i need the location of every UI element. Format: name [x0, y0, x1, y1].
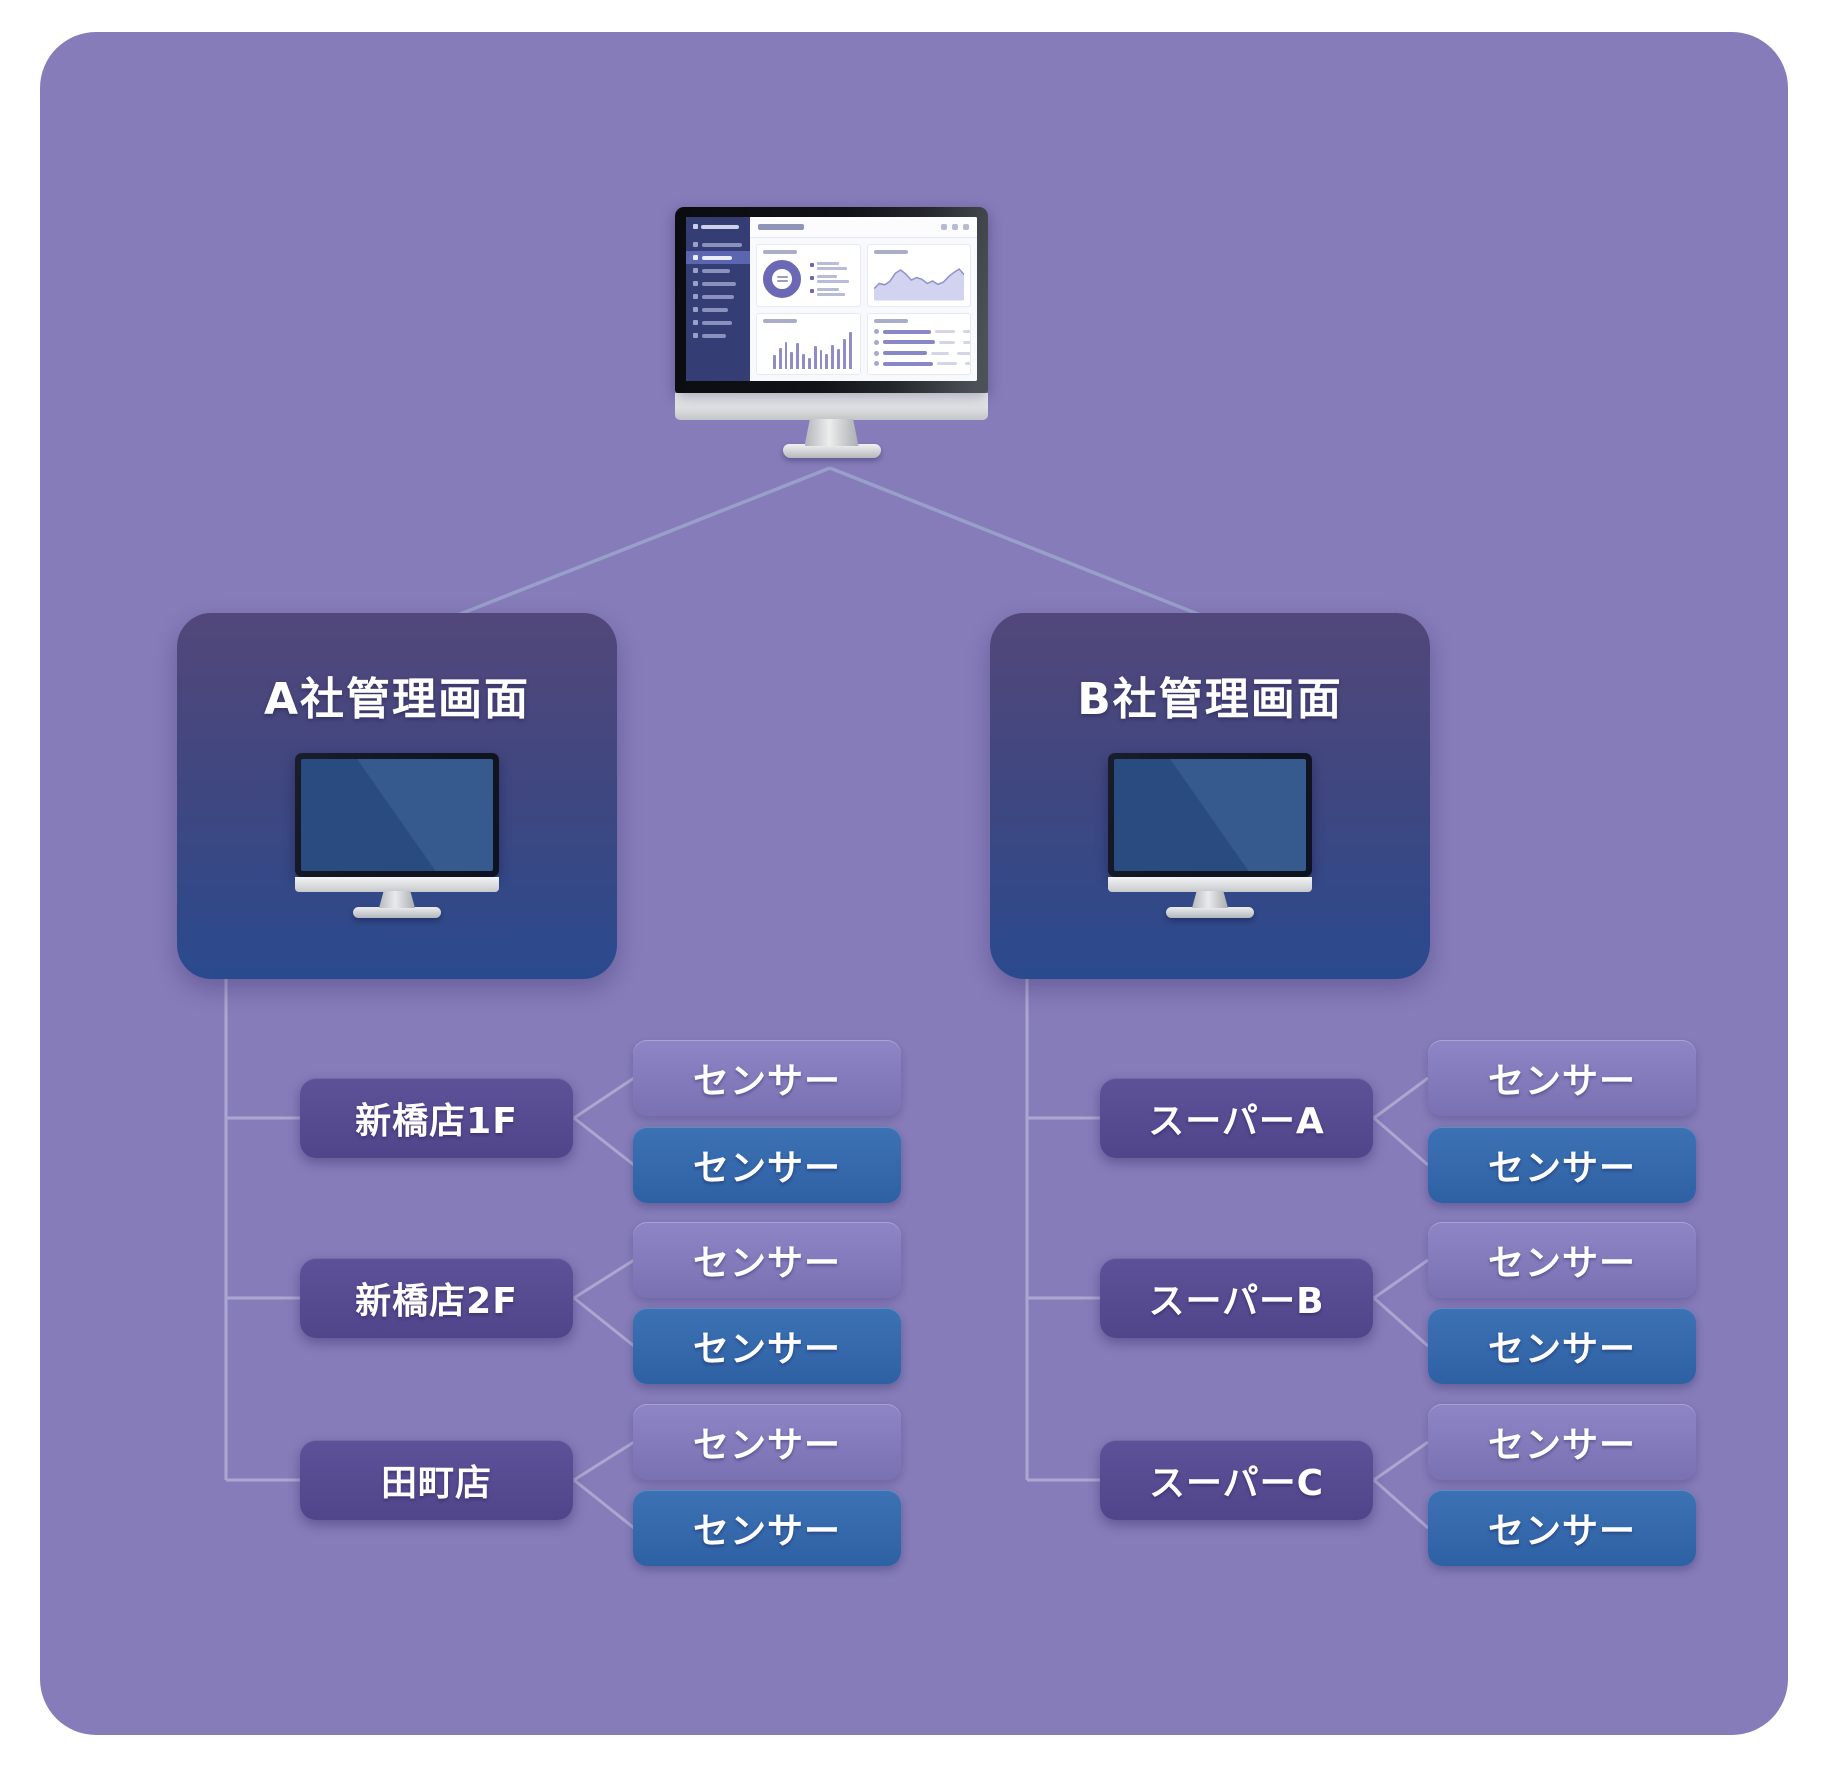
store-box-shinbashi-2f: 新橋店2F — [300, 1258, 573, 1338]
monitor-screen — [686, 217, 977, 381]
card-b-monitor-bezel — [1108, 753, 1312, 877]
right-stubs — [1027, 1116, 1100, 1482]
area-chart — [873, 258, 964, 301]
table-row — [873, 329, 971, 335]
monitor-neck — [804, 419, 859, 446]
dashboard-logo — [686, 224, 750, 229]
tree-lines — [224, 978, 1429, 1530]
dashboard-header-icons — [936, 224, 969, 230]
menu-item-icon — [693, 333, 698, 338]
company-card-b: B社管理画面 — [990, 613, 1430, 979]
logo-icon — [693, 224, 698, 229]
central-monitor — [675, 207, 988, 458]
header-icon — [941, 224, 947, 230]
sensor-box: センサー — [1428, 1127, 1696, 1203]
sensor-box: センサー — [1428, 1040, 1696, 1116]
card-a-monitor-screen — [301, 759, 493, 871]
dashboard-menu-item — [686, 329, 750, 342]
sensor-box: センサー — [633, 1490, 901, 1566]
store-box-tamachi: 田町店 — [300, 1440, 573, 1520]
dashboard-menu-item — [686, 290, 750, 303]
sensor-box: センサー — [1428, 1490, 1696, 1566]
line-monitor-to-card-a — [444, 466, 831, 622]
header-icon — [952, 224, 958, 230]
table-row — [873, 361, 971, 367]
table-row — [873, 350, 971, 356]
monitor-chin — [675, 393, 988, 420]
dashboard-main — [750, 217, 977, 381]
legend-item — [810, 262, 849, 271]
menu-item-icon — [693, 242, 698, 247]
sensor-box: センサー — [1428, 1308, 1696, 1384]
right-sensor-forks — [1373, 1076, 1429, 1530]
monitor-bezel — [675, 207, 988, 393]
left-stubs — [226, 1116, 302, 1482]
card-b-title: B社管理画面 — [1077, 674, 1343, 725]
legend-item — [810, 288, 849, 297]
dashboard-table — [873, 327, 971, 370]
store-box-super-b: スーパーB — [1100, 1258, 1373, 1338]
card-b-monitor-icon — [1108, 753, 1312, 918]
bar-chart — [763, 327, 854, 369]
dashboard-menu-item — [686, 238, 750, 251]
left-sensor-forks — [573, 1076, 635, 1530]
dashboard-table-panel — [866, 312, 971, 375]
sensor-box: センサー — [633, 1040, 901, 1116]
dashboard-donut-panel — [756, 244, 861, 307]
sensor-box: センサー — [633, 1127, 901, 1203]
dashboard-grid — [750, 238, 977, 381]
dashboard-ui — [686, 217, 977, 381]
card-a-title: A社管理画面 — [263, 674, 531, 725]
dashboard-menu-item — [686, 251, 750, 264]
menu-item-icon — [693, 320, 698, 325]
menu-item-icon — [693, 307, 698, 312]
card-b-monitor-screen — [1114, 759, 1306, 871]
dashboard-menu — [686, 238, 750, 342]
dashboard-menu-item — [686, 264, 750, 277]
dashboard-menu-item — [686, 316, 750, 329]
dashboard-bar-panel — [756, 312, 861, 375]
dashboard-header — [750, 217, 977, 238]
menu-item-icon — [693, 268, 698, 273]
menu-item-icon — [693, 281, 698, 286]
company-card-a: A社管理画面 — [177, 613, 617, 979]
donut-chart — [763, 260, 801, 299]
sensor-box: センサー — [1428, 1222, 1696, 1298]
sensor-box: センサー — [633, 1222, 901, 1298]
dashboard-sidebar — [686, 217, 750, 381]
line-monitor-to-card-b — [829, 466, 1214, 622]
legend-item — [810, 275, 849, 284]
monitor-to-card-lines — [444, 466, 1214, 622]
card-a-monitor-icon — [295, 753, 499, 918]
dashboard-menu-item — [686, 303, 750, 316]
sensor-box: センサー — [633, 1308, 901, 1384]
card-a-monitor-bezel — [295, 753, 499, 877]
store-box-super-a: スーパーA — [1100, 1078, 1373, 1158]
menu-item-icon — [693, 255, 698, 260]
table-row — [873, 339, 971, 345]
store-box-super-c: スーパーC — [1100, 1440, 1373, 1520]
donut-legend — [810, 262, 849, 297]
dashboard-area-panel — [866, 244, 971, 307]
sensor-box: センサー — [633, 1404, 901, 1480]
header-icon — [963, 224, 969, 230]
dashboard-menu-item — [686, 277, 750, 290]
sensor-box: センサー — [1428, 1404, 1696, 1480]
menu-item-icon — [693, 294, 698, 299]
monitor-foot — [782, 444, 881, 458]
store-box-shinbashi-1f: 新橋店1F — [300, 1078, 573, 1158]
dashboard-title-skeleton — [758, 224, 804, 230]
